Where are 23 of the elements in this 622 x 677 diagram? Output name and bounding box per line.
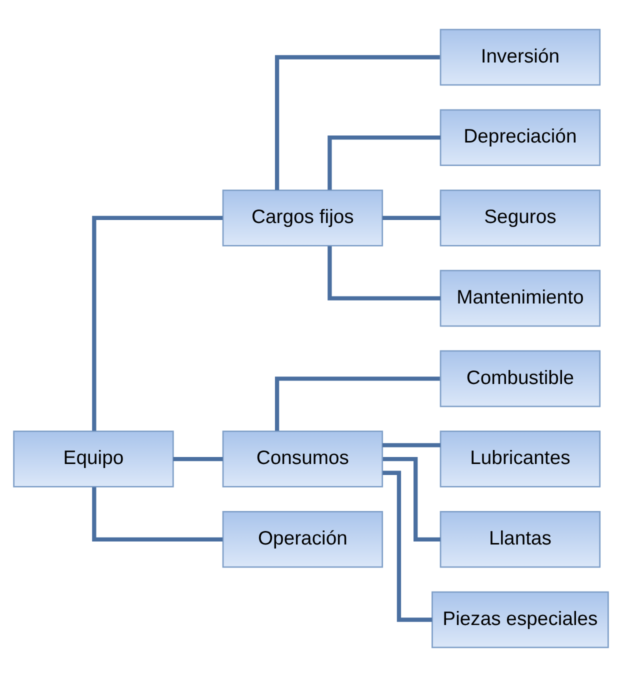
- connector: [328, 246, 441, 300]
- node-box: Depreciación: [440, 109, 601, 166]
- connector: [173, 456, 223, 462]
- node-box: Equipo: [13, 430, 174, 488]
- connector: [274, 376, 440, 431]
- node-box: Inversión: [440, 28, 601, 86]
- connector: [382, 216, 440, 220]
- connector: [274, 55, 440, 190]
- node-box: Combustible: [440, 350, 601, 408]
- node-box: Lubricantes: [440, 430, 601, 488]
- connector: [382, 470, 432, 622]
- connector: [328, 136, 441, 190]
- connector: [92, 216, 223, 431]
- node-box: Operación: [222, 511, 384, 568]
- connector: [92, 487, 223, 542]
- node-box: Consumos: [222, 430, 384, 488]
- connector: [382, 456, 440, 542]
- node-box: Cargos fijos: [222, 190, 384, 246]
- node-box: Seguros: [440, 190, 601, 246]
- node-box: Mantenimiento: [440, 270, 601, 327]
- node-box: Piezas especiales: [432, 591, 609, 648]
- connector: [382, 443, 440, 448]
- node-box: Llantas: [440, 511, 601, 568]
